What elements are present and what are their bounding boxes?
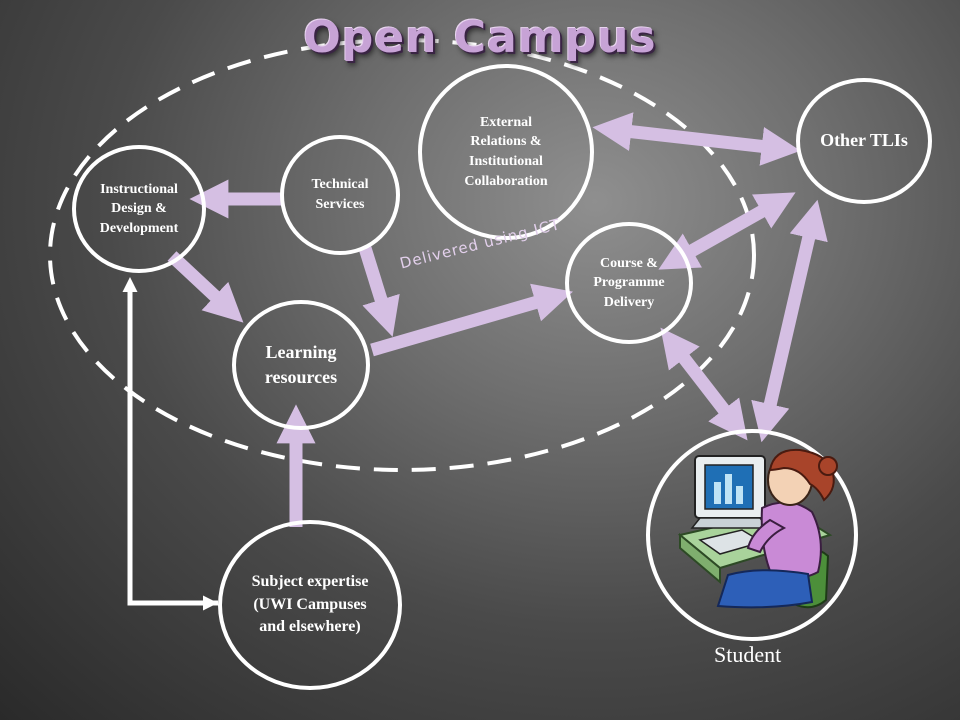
external-relations-line-1: External xyxy=(479,114,533,130)
learning-resources-node: Learning resources xyxy=(232,300,370,430)
external-relations-line-4: Collaboration xyxy=(464,173,548,189)
subject-expertise-line-2: (UWI Campuses xyxy=(253,595,367,613)
page-title: Open Campus xyxy=(303,12,657,63)
course-delivery-line-2: Programme xyxy=(593,275,665,291)
external-relations-line-2: Relations & xyxy=(470,134,542,150)
arrow-student-to-other-tlis xyxy=(751,199,828,443)
other-tlis-label: Other TLIs xyxy=(820,130,908,151)
arrow-delivery-to-other-tlis xyxy=(658,192,796,270)
course-delivery-line-1: Course & xyxy=(600,255,658,271)
arrow-technical-to-resources xyxy=(358,246,400,337)
arrow-delivery-to-student xyxy=(660,327,748,441)
arrow-expertise-to-instructional xyxy=(122,277,218,606)
subject-expertise-line-1: Subject expertise xyxy=(251,573,369,591)
learning-resources-line-2: resources xyxy=(264,367,338,387)
course-delivery-node: Course & Programme Delivery xyxy=(565,222,693,344)
subject-expertise-node: Subject expertise (UWI Campuses and else… xyxy=(218,520,402,690)
technical-services-line-1: Technical xyxy=(311,177,369,193)
student-at-computer-illustration xyxy=(677,448,838,609)
subject-expertise-line-3: and elsewhere) xyxy=(259,618,361,636)
student-node-outline xyxy=(646,429,858,641)
instructional-design-node: Instructional Design & Development xyxy=(72,145,206,273)
student-label: Student xyxy=(714,642,782,667)
instructional-design-line-1: Instructional xyxy=(100,181,178,197)
arrow-instructional-to-resources xyxy=(167,251,244,323)
instructional-design-line-2: Design & xyxy=(111,201,167,217)
technical-services-node: Technical Services xyxy=(280,135,400,255)
arrow-external-to-other-tlis xyxy=(592,112,801,166)
technical-services-line-2: Services xyxy=(315,197,365,212)
learning-resources-line-1: Learning xyxy=(265,341,337,362)
external-relations-line-3: Institutional xyxy=(469,154,543,169)
instructional-design-line-3: Development xyxy=(99,220,179,236)
course-delivery-line-3: Delivery xyxy=(603,294,655,310)
external-relations-node: External Relations & Institutional Colla… xyxy=(418,64,594,240)
arrow-resources-to-delivery xyxy=(370,283,573,357)
other-tlis-node: Other TLIs xyxy=(796,78,932,204)
